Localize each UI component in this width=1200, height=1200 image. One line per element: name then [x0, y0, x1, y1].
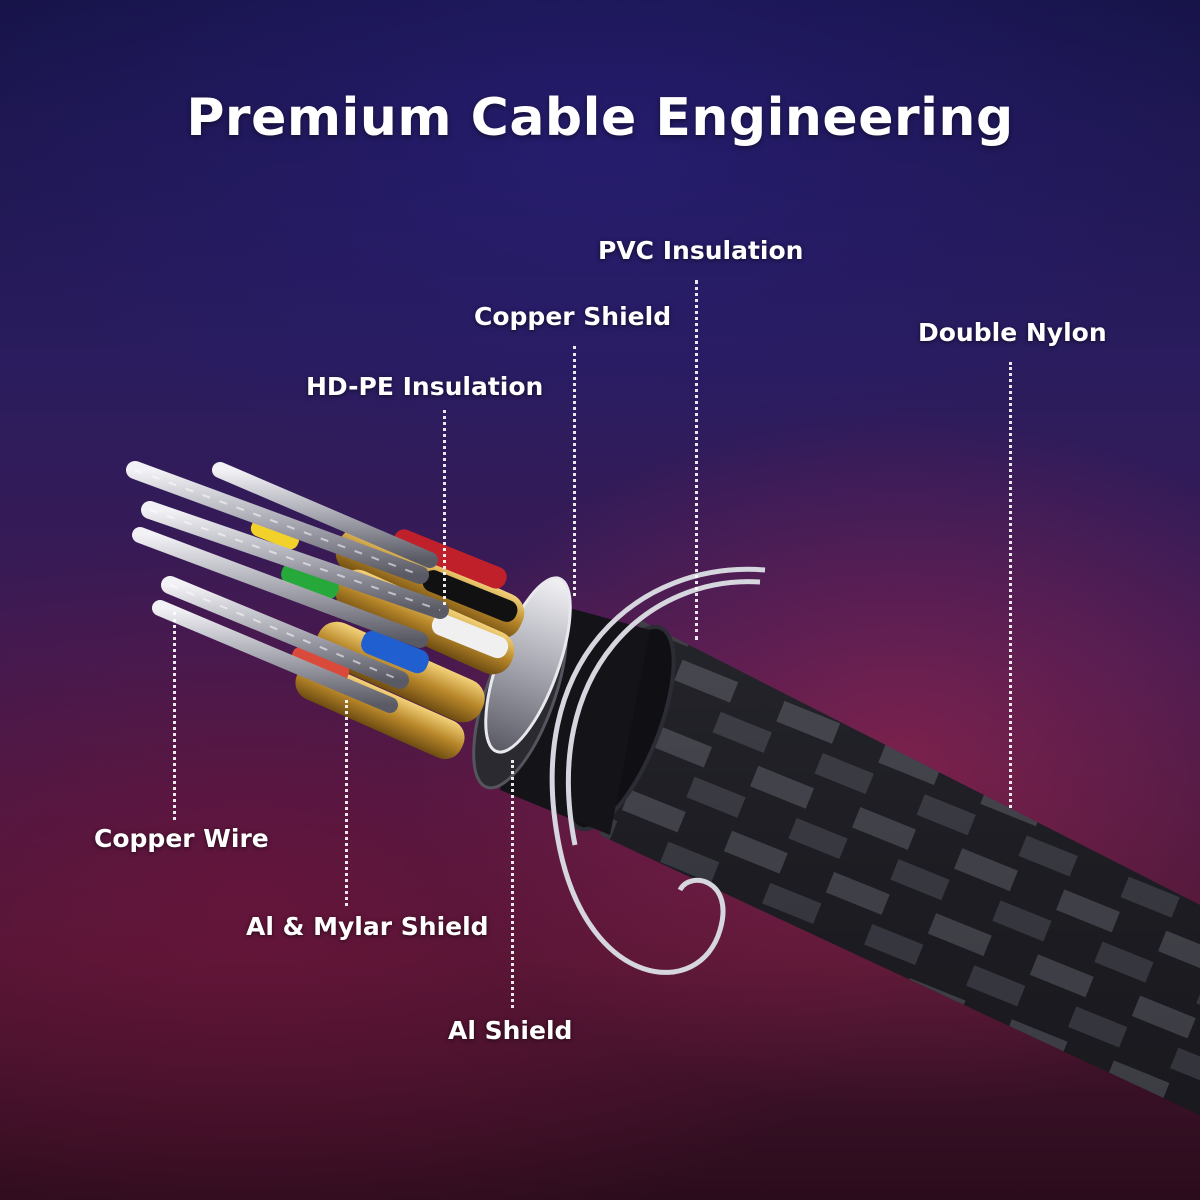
- label-hdpe-insulation: HD-PE Insulation: [306, 372, 544, 401]
- label-al-shield: Al Shield: [448, 1016, 573, 1045]
- leader-hdpe-insulation: [443, 410, 446, 605]
- leader-al-mylar-shield: [345, 700, 348, 906]
- leader-double-nylon: [1009, 362, 1012, 808]
- label-al-mylar-shield: Al & Mylar Shield: [246, 912, 489, 941]
- leader-copper-wire: [173, 612, 176, 820]
- page-title: Premium Cable Engineering: [186, 88, 1014, 148]
- copper-wire-strands: [126, 461, 449, 713]
- label-pvc-insulation: PVC Insulation: [598, 236, 804, 265]
- label-double-nylon: Double Nylon: [918, 318, 1107, 347]
- label-copper-shield: Copper Shield: [474, 302, 672, 331]
- leader-copper-shield: [573, 346, 576, 596]
- al-shield-wire: [549, 566, 766, 975]
- leader-al-shield: [511, 760, 514, 1008]
- leader-pvc-insulation: [695, 280, 698, 640]
- strand-twist-highlights: [134, 469, 441, 681]
- double-nylon-jacket: [564, 620, 1200, 1115]
- label-copper-wire: Copper Wire: [94, 824, 269, 853]
